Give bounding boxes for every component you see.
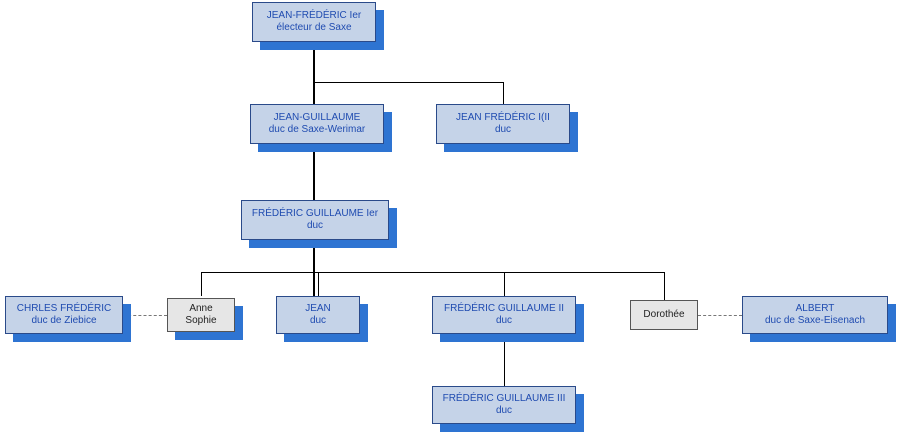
connector-to-n5 <box>201 272 202 296</box>
node-frederic-guillaume-ier[interactable]: FRÉDÉRIC GUILLAUME Ier duc <box>241 200 389 240</box>
node-albert[interactable]: ALBERT duc de Saxe-Eisenach <box>742 296 888 334</box>
connector-n1-down <box>313 42 315 82</box>
node-line2: duc <box>306 220 324 231</box>
node-line2: duc de Saxe-Eisenach <box>764 315 866 326</box>
node-line2: électeur de Saxe <box>276 22 352 33</box>
node-line2: duc de Ziebice <box>31 315 97 326</box>
connector-bus-level1 <box>313 82 503 83</box>
node-line2: duc <box>309 315 327 326</box>
node-jean-guillaume[interactable]: JEAN-GUILLAUME duc de Saxe-Werimar <box>250 104 384 144</box>
node-line1: Dorothée <box>643 308 685 320</box>
node-line1: JEAN-GUILLAUME <box>273 111 361 123</box>
node-anne-sophie[interactable]: Anne Sophie <box>167 298 235 332</box>
connector-to-n8 <box>504 272 505 296</box>
node-line1: FRÉDÉRIC GUILLAUME Ier <box>251 207 379 219</box>
node-line1: FRÉDÉRIC GUILLAUME II <box>443 302 565 314</box>
connector-n8-to-n11 <box>504 334 505 386</box>
node-line2: duc <box>494 124 512 135</box>
node-line1: Anne <box>189 302 213 314</box>
node-line2: duc de Saxe-Werimar <box>268 124 366 135</box>
node-frederic-guillaume-ii[interactable]: FRÉDÉRIC GUILLAUME II duc <box>432 296 576 334</box>
node-charles-frederic[interactable]: CHRLES FRÉDÉRIC duc de Ziebice <box>5 296 123 334</box>
connector-dashed-n9-n10 <box>698 315 742 316</box>
node-line1: CHRLES FRÉDÉRIC <box>16 302 112 314</box>
node-jean[interactable]: JEAN duc <box>276 296 360 334</box>
connector-to-n9 <box>664 272 665 300</box>
node-line1: ALBERT <box>795 302 835 314</box>
node-line2: duc <box>495 405 513 416</box>
connector-n4-down <box>313 240 315 296</box>
node-jean-frederic-iii[interactable]: JEAN FRÉDÉRIC I(II duc <box>436 104 570 144</box>
connector-to-n7 <box>318 272 319 296</box>
node-line1: JEAN-FRÉDÉRIC Ier <box>266 9 362 21</box>
connector-bus-level3 <box>201 272 664 273</box>
node-line1: FRÉDÉRIC GUILLAUME III <box>442 392 566 404</box>
node-line1: JEAN FRÉDÉRIC I(II <box>456 111 550 123</box>
node-line1: JEAN <box>305 302 331 314</box>
node-frederic-guillaume-iii[interactable]: FRÉDÉRIC GUILLAUME III duc <box>432 386 576 424</box>
node-line2: duc <box>495 315 513 326</box>
node-dorothee[interactable]: Dorothée <box>630 300 698 330</box>
connector-dashed-n5-n6 <box>123 315 167 316</box>
connector-to-n2 <box>313 82 315 104</box>
node-jean-frederic-ier[interactable]: JEAN-FRÉDÉRIC Ier électeur de Saxe <box>252 2 376 42</box>
connector-to-n3 <box>503 82 504 104</box>
connector-n2-to-n4 <box>313 144 315 200</box>
node-line2: Sophie <box>185 315 217 326</box>
